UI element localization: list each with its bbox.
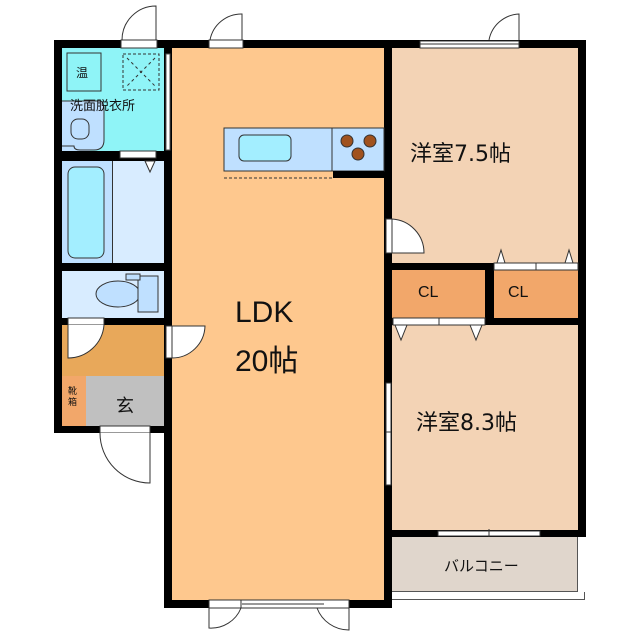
water-heater-icon [66, 52, 102, 92]
window-icon [165, 53, 171, 151]
kitchen-sink-icon [238, 134, 292, 162]
washing-machine-icon [122, 53, 160, 91]
balcony-label: バルコニー [444, 557, 519, 575]
balcony-rail [392, 592, 585, 600]
closet-2-label: CL [508, 284, 529, 301]
wall-wash-bath [54, 151, 172, 161]
closet-2 [494, 270, 578, 318]
wall-outer-left [54, 40, 62, 433]
entrance-label: 玄 [116, 396, 134, 417]
western-room-1 [392, 48, 578, 263]
door-icon [165, 325, 206, 359]
shoe-box-label: 靴箱 [68, 387, 78, 408]
door-icon [120, 5, 158, 49]
door-icon [385, 218, 425, 254]
wall-top-left [54, 40, 174, 48]
closet-1-label: CL [418, 284, 439, 301]
window-icon [208, 599, 350, 631]
sink-bowl-icon [70, 118, 90, 140]
burner-icon [351, 147, 365, 161]
wall-closet-divider [485, 263, 494, 325]
ldk-name-label: LDK [235, 296, 294, 329]
window-icon [437, 529, 541, 537]
balcony [392, 537, 578, 592]
door-icon [67, 317, 105, 359]
water-heater-label: 温 [76, 66, 89, 80]
western-room-2 [392, 325, 578, 530]
entrance-door-icon [99, 425, 151, 484]
kitchen-counter-icon [223, 127, 385, 179]
wall-toilet-hall [54, 318, 172, 325]
ldk-size-label: 20帖 [235, 345, 299, 378]
bathtub-icon [67, 166, 105, 259]
closet-door-icon [392, 317, 486, 342]
western-room-2-label: 洋室8.3帖 [416, 411, 517, 436]
wall-outer-right [578, 40, 586, 537]
shoe-box [62, 376, 86, 426]
wall-entrance-bottom [54, 426, 100, 433]
burner-icon [363, 134, 377, 148]
wall-bath-toilet [54, 263, 172, 271]
door-icon [119, 150, 157, 159]
closet-door-icon [493, 248, 579, 271]
entrance [86, 376, 166, 426]
washroom-label: 洗面脱衣所 [70, 99, 136, 114]
sliding-door-icon [385, 382, 392, 486]
western-room-1-label: 洋室7.5帖 [410, 142, 511, 167]
wall-entrance-bottom-r [150, 426, 172, 433]
wall-top-ldk [164, 40, 392, 48]
wall-ldk-right [384, 48, 392, 608]
burner-icon [340, 134, 354, 148]
toilet-icon [95, 273, 159, 313]
door-icon [208, 13, 244, 49]
closet-1 [392, 270, 485, 318]
window-icon [419, 13, 520, 49]
